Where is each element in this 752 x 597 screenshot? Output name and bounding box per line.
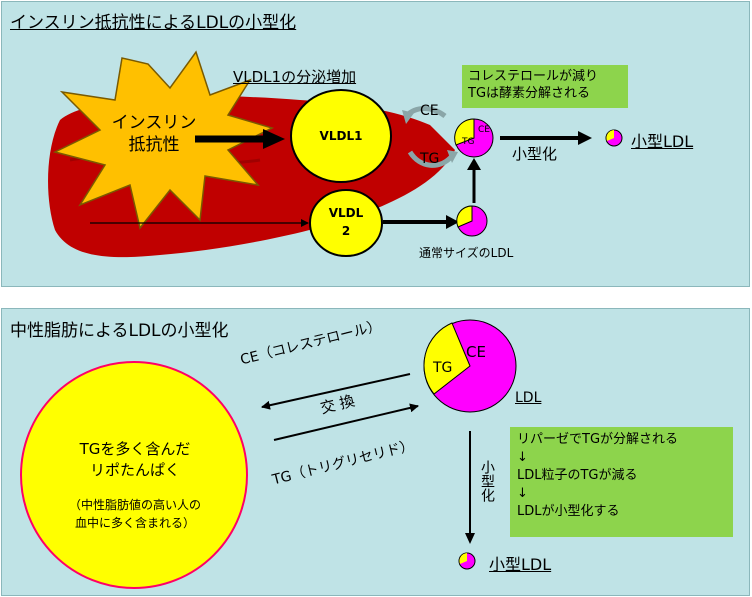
shrink-label-vertical: 小型化 (479, 460, 495, 502)
insulin-label-line2: 抵抗性 (128, 135, 180, 155)
normal-ldl-label: 通常サイズのLDL (419, 246, 514, 260)
tg-rich-note-line2: 血中に多く含まれる） (74, 516, 195, 530)
tg-rich-note-line1: （中性脂肪値の高い人の (68, 498, 201, 512)
small-ldl-particle-top (605, 129, 623, 147)
tg-rich-label-line1: TGを多く含んだ (79, 440, 191, 458)
insulin-label-line1: インスリン (111, 113, 197, 133)
ldl-tg-mark: TG (462, 137, 475, 147)
exchanging-ldl-particle (454, 118, 494, 158)
ldl-tg-label: TG (433, 360, 453, 376)
tg-exchange-label: TG (420, 151, 440, 167)
vldl1-label: VLDL1 (319, 129, 363, 143)
vldl1-particle (290, 89, 392, 183)
ce-exchange-label: CE (420, 103, 439, 119)
bottom-note-line3: LDL粒子のTGが減る (517, 468, 638, 483)
vldl2-label-line1: VLDL (328, 206, 364, 220)
tg-rich-label-line2: リポたんぱく (89, 461, 180, 479)
small-ldl-label-bottom: 小型LDL (489, 555, 552, 574)
bottom-note-line4: ↓ (517, 486, 528, 501)
vldl2-particle (309, 189, 383, 257)
vldl2-label-line2: 2 (341, 224, 351, 238)
top-panel-title: インスリン抵抗性によるLDLの小型化 (10, 13, 297, 33)
tg-transfer-arrow (407, 150, 454, 168)
bottom-panel-title: 中性脂肪によるLDLの小型化 (10, 321, 229, 341)
ldl-ce-mark: CE (478, 125, 490, 135)
bottom-note-line1: リパーゼでTGが分解される (517, 432, 679, 447)
ldl-particle (423, 319, 517, 413)
tg-rich-lipoprotein (20, 361, 248, 589)
small-ldl-label-top: 小型LDL (631, 132, 694, 151)
top-note-box: コレステロールが減り TGは酵素分解される (462, 65, 628, 108)
small-ldl-particle-bottom (458, 552, 476, 570)
insulin-resistance-starburst (52, 50, 275, 230)
top-note-line1: コレステロールが減り (468, 69, 599, 84)
bottom-note-box: リパーゼでTGが分解される ↓ LDL粒子のTGが減る ↓ LDLが小型化する (510, 427, 733, 537)
bottom-note-line5: LDLが小型化する (517, 504, 620, 519)
normal-ldl-particle (456, 205, 488, 237)
ldl-label: LDL (515, 390, 542, 406)
shrink-label-top: 小型化 (512, 145, 558, 163)
top-note-line2: TGは酵素分解される (468, 86, 591, 101)
vldl1-secretion-caption: VLDL1の分泌増加 (233, 68, 357, 86)
ldl-ce-label: CE (466, 343, 486, 361)
bottom-note-line2: ↓ (517, 450, 528, 465)
